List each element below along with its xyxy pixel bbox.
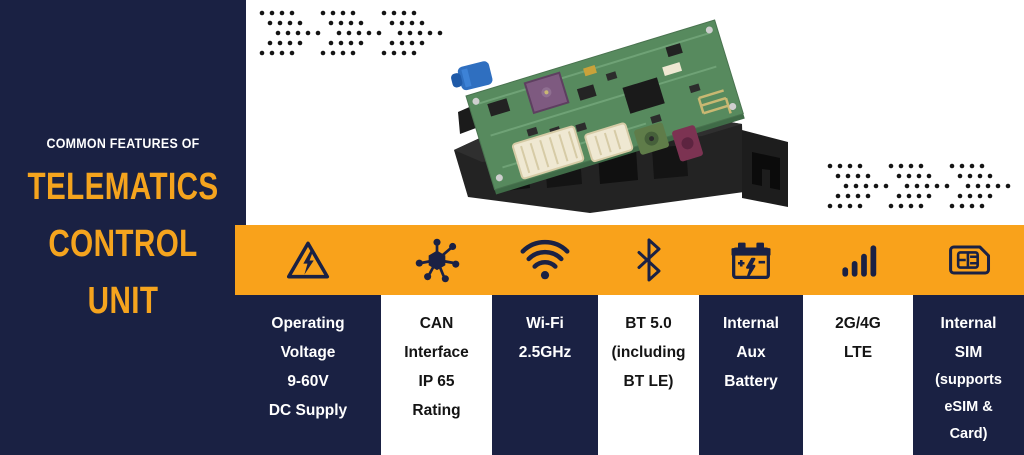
feature-line: Wi-Fi bbox=[526, 315, 564, 332]
feature-line: Battery bbox=[724, 373, 778, 390]
feature-column-cellular: 2G/4G LTE bbox=[803, 225, 913, 455]
feature-column-sim: Internal SIM (supports eSIM & Card) bbox=[913, 225, 1024, 455]
bluetooth-icon bbox=[598, 225, 699, 295]
feature-column-wifi: Wi-Fi 2.5GHz bbox=[492, 225, 598, 455]
feature-line: 2G/4G bbox=[835, 315, 881, 332]
battery-icon bbox=[699, 225, 803, 295]
title-line-3: UNIT bbox=[87, 280, 159, 322]
feature-line: Operating bbox=[271, 315, 345, 332]
page-title: TELEMATICS CONTROL UNIT bbox=[0, 159, 246, 330]
feature-line: (including bbox=[611, 344, 686, 361]
wifi-icon bbox=[492, 225, 598, 295]
feature-column-can-interface: CAN Interface IP 65 Rating bbox=[381, 225, 492, 455]
heading: COMMON FEATURES OF TELEMATICS CONTROL UN… bbox=[0, 0, 246, 330]
feature-line: Voltage bbox=[280, 344, 336, 361]
title-line-2: CONTROL bbox=[48, 223, 198, 265]
feature-line: LTE bbox=[843, 344, 873, 361]
feature-line: Internal bbox=[723, 315, 779, 332]
feature-column-operating-voltage: Operating Voltage 9-60V DC Supply bbox=[235, 225, 381, 455]
telematics-unit-photo bbox=[451, 19, 788, 213]
feature-line: (supports bbox=[935, 372, 1002, 388]
feature-line: Interface bbox=[404, 344, 469, 361]
feature-line: IP 65 bbox=[418, 373, 455, 390]
feature-line: Aux bbox=[736, 344, 766, 361]
feature-column-battery: Internal Aux Battery bbox=[699, 225, 803, 455]
feature-line: 2.5GHz bbox=[518, 344, 572, 361]
feature-line: Rating bbox=[412, 402, 461, 419]
high-voltage-icon bbox=[235, 225, 381, 295]
feature-line: eSIM & bbox=[944, 399, 993, 415]
feature-line: DC Supply bbox=[268, 402, 348, 419]
title-panel: COMMON FEATURES OF TELEMATICS CONTROL UN… bbox=[0, 0, 246, 455]
feature-line: CAN bbox=[419, 315, 454, 332]
feature-column-bluetooth: BT 5.0 (including BT LE) bbox=[598, 225, 699, 455]
feature-line: SIM bbox=[954, 344, 983, 361]
dot-pattern-top bbox=[259, 10, 443, 56]
feature-line: BT LE) bbox=[623, 373, 674, 390]
feature-line: Internal bbox=[940, 315, 997, 332]
feature-line: BT 5.0 bbox=[625, 315, 672, 332]
dot-pattern-bottom bbox=[827, 163, 1011, 209]
signal-bars-icon bbox=[803, 225, 913, 295]
feature-line: 9-60V bbox=[287, 373, 329, 390]
can-network-icon bbox=[381, 225, 492, 295]
sim-card-icon bbox=[913, 225, 1024, 295]
eyebrow-text: COMMON FEATURES OF bbox=[46, 136, 200, 151]
title-line-1: TELEMATICS bbox=[27, 166, 219, 208]
feature-line: Card) bbox=[949, 426, 988, 442]
feature-strip: Operating Voltage 9-60V DC Supply bbox=[235, 225, 1024, 455]
